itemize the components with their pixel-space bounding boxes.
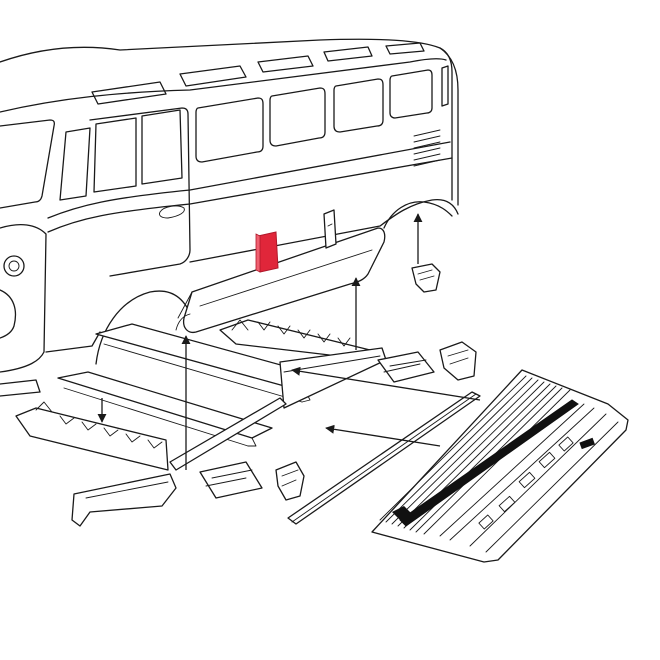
cab-door — [89, 107, 191, 277]
engine-vent-louvers — [413, 129, 441, 167]
floor-seal-strip — [399, 399, 579, 527]
bus-body — [0, 38, 459, 397]
belt-trim-lower — [47, 157, 453, 233]
outrigger-bracket-front — [199, 461, 263, 499]
assembly-arrows — [97, 213, 481, 470]
outrigger-bracket-rear — [377, 351, 435, 383]
front-frame-extension — [71, 473, 177, 527]
crossmember-lower — [169, 397, 287, 471]
cab-windows — [0, 109, 183, 209]
headlight — [3, 255, 25, 277]
front-panel — [0, 223, 47, 373]
outer-rocker-panel — [175, 227, 386, 334]
floor-dark-slot — [579, 437, 595, 450]
front-wheel-arch — [0, 289, 17, 339]
skylight-windows — [91, 42, 425, 105]
center-crossmember — [279, 347, 387, 409]
floor-stampings — [439, 403, 619, 553]
roof-rear-curve — [439, 47, 453, 201]
door-handle — [159, 205, 185, 219]
inner-rocker-front — [15, 401, 169, 471]
corner-bracket-front — [275, 461, 305, 501]
headlight-inner — [8, 260, 20, 272]
front-bumper-edge — [0, 379, 41, 397]
roof-edge-lower — [0, 58, 447, 113]
belt-trim-upper — [47, 141, 451, 219]
rear-wheel-arch-bracket — [411, 263, 441, 293]
jacking-point — [323, 209, 337, 249]
floor-seal-strip-end — [392, 506, 414, 522]
roof-outline — [0, 38, 459, 206]
rear-wheel-arch — [383, 201, 453, 229]
red-jacking-point — [255, 231, 279, 273]
corner-bracket-rear — [439, 341, 477, 381]
arrow-floor-to-sill — [291, 366, 481, 401]
ribbed-floor-pan — [371, 369, 629, 563]
arrow-strip-to-sill — [325, 424, 441, 447]
body-bottom-seam — [45, 331, 101, 353]
narrow-floor-strip — [287, 391, 481, 525]
rear-wheel-arch-front — [95, 290, 193, 365]
side-windows — [195, 65, 449, 163]
